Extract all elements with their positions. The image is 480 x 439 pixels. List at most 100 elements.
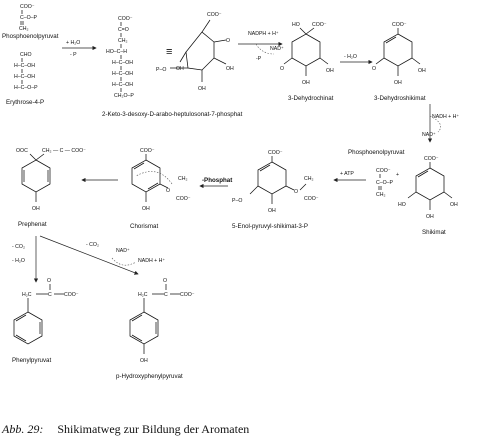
atom-hcoh-1: H–C–OH xyxy=(14,63,35,69)
claisen-curl xyxy=(135,171,173,185)
label-erythrose-4-p: Erythrose-4-P xyxy=(6,99,44,106)
atom-cho: CHO xyxy=(20,52,32,58)
pep-mid-structure: COO⁻ C–O–P CH₂ xyxy=(376,168,394,198)
label-prephenat: Prephenat xyxy=(18,221,47,228)
atom-ch2op: CH₂O–P xyxy=(114,93,134,99)
reagent-step2-nad: NAD⁺ xyxy=(270,46,284,52)
atom-hcoh-2: H–C–OH xyxy=(14,74,35,80)
reagent-step7b-nad: NAD⁺ xyxy=(116,248,130,254)
atom-coo: COO⁻ xyxy=(268,150,283,156)
label-chorismat: Chorismat xyxy=(130,223,158,230)
atom-oh: OH xyxy=(268,208,276,214)
atom-oh-2: OH xyxy=(198,86,206,92)
atom-hcop: H–C–O–P xyxy=(14,85,38,91)
atom-po: P–O xyxy=(232,198,242,204)
atom-ho: HO xyxy=(292,22,300,28)
atom-hcoh-1: H–C–OH xyxy=(112,60,133,66)
atom-ch2: CH₂ xyxy=(19,26,29,32)
reagent-step1-bottom: - P xyxy=(70,52,77,58)
chorismat-structure: COO⁻ O OH CH₂ COO⁻ Chorismat xyxy=(130,148,191,230)
reagent-step1-top: + H₂O xyxy=(66,40,80,46)
atom-ch2: CH₂ xyxy=(304,176,314,182)
atom-ceqo: C=O xyxy=(118,27,129,33)
e4p-structure: CHO H–C–OH H–C–OH H–C–O–P Erythrose-4-P xyxy=(6,52,44,106)
atom-hoch: HO–C–H xyxy=(106,49,127,55)
atom-c: C xyxy=(48,292,52,298)
reagent-step7b-nadh: NADH + H⁺ xyxy=(138,258,165,264)
hpp-structure: H₂C C O COO⁻ OH p-Hydroxyphenylpyruvat xyxy=(116,278,195,380)
atom-coo: COO⁻ xyxy=(180,292,195,298)
arrow-hpp-curl xyxy=(111,257,137,266)
atom-coo: COO⁻ xyxy=(140,148,155,154)
label-epsp: 5-Enol-pyruvyl-shikimat-3-P xyxy=(232,223,308,230)
label-hpp: p-Hydroxyphenylpyruvat xyxy=(116,373,183,380)
atom-o: O xyxy=(294,189,298,195)
caption-number: Abb. 29: xyxy=(2,422,44,436)
atom-coo: COO⁻ xyxy=(376,168,391,174)
atom-oh-2: OH xyxy=(418,68,426,74)
dehydrochinat-structure: HO COO⁻ O OH OH 3-Dehydrochinat xyxy=(280,22,334,102)
atom-o: O xyxy=(280,66,284,72)
label-dahp: 2-Keto-3-desoxy-D-arabo-heptulosonat-7-p… xyxy=(102,111,243,118)
label-phosphoenolpyruvat-top: Phosphoenolpyruvat xyxy=(2,33,59,40)
reagent-step3: - H₂O xyxy=(344,54,357,60)
atom-o: O xyxy=(163,278,167,284)
atom-ch2: CH₂ xyxy=(178,176,188,182)
atom-oh: OH xyxy=(32,206,40,212)
atom-oh-1: OH xyxy=(426,214,434,220)
atom-hcoh-3: H–C–OH xyxy=(112,82,133,88)
reagent-step5-plus: + xyxy=(396,172,399,178)
figure-caption: Abb. 29: Shikimatweg zur Bildung der Arom… xyxy=(2,422,249,437)
atom-coo: COO⁻ xyxy=(392,22,407,28)
atom-coo: COO⁻ xyxy=(118,16,133,22)
atom-h2c: H₂C xyxy=(22,292,32,298)
label-phenylpyruvat: Phenylpyruvat xyxy=(12,357,51,364)
atom-coo: COO⁻ xyxy=(64,292,79,298)
atom-oh: OH xyxy=(142,206,150,212)
atom-oh-1: OH xyxy=(302,80,310,86)
atom-o: O xyxy=(166,188,170,194)
atom-ho: HO xyxy=(398,202,406,208)
atom-coo-2: COO⁻ xyxy=(304,196,319,202)
arrow-to-hpp xyxy=(39,235,139,275)
atom-oh-2: OH xyxy=(450,202,458,208)
atom-oh-1: OH xyxy=(226,66,234,72)
shikimate-pathway-scheme: COO⁻ C–O–P CH₂ Phosphoenolpyruvat CHO H–… xyxy=(2,4,459,380)
reagent-step7a-co2: - CO₂ xyxy=(12,244,25,250)
identity-sign: ≡ xyxy=(166,46,172,58)
atom-h2c: H₂C xyxy=(138,292,148,298)
label-3-dehydroshikimat: 3-Dehydroshikimat xyxy=(374,95,426,102)
atom-cop: C–O–P xyxy=(20,15,38,21)
phenylpyruvat-structure: H₂C C O COO⁻ Phenylpyruvat xyxy=(12,278,79,364)
atom-oh: OH xyxy=(140,358,148,364)
atom-chain: CH₂ — C — COO⁻ xyxy=(42,148,86,154)
arrow-step4-curl xyxy=(429,115,441,133)
atom-coo: COO⁻ xyxy=(312,22,327,28)
atom-oh-2: OH xyxy=(326,68,334,74)
atom-oh-3: OH xyxy=(176,66,184,72)
atom-oh-1: OH xyxy=(394,80,402,86)
atom-coo-2: COO⁻ xyxy=(176,196,191,202)
atom-coo: COO⁻ xyxy=(424,156,439,162)
epsp-structure: COO⁻ P–O OH O CH₂ COO⁻ 5-Enol-pyruvyl-sh… xyxy=(232,150,319,230)
reagent-step6: -Phosphat xyxy=(202,177,232,184)
reagent-step5-atp: + ATP xyxy=(340,171,354,177)
reagent-step2-top: NADPH + H⁺ xyxy=(248,31,279,37)
prephenat-structure: OOC CH₂ — C — COO⁻ OH Prephenat xyxy=(16,148,86,228)
caption-text: Shikimatweg zur Bildung der Aromaten xyxy=(57,422,250,436)
reagent-step4-bottom: NAD⁺ xyxy=(422,132,436,138)
dehydroshikimat-structure: COO⁻ O OH OH 3-Dehydroshikimat xyxy=(372,22,426,102)
atom-o: O xyxy=(47,278,51,284)
label-shikimat: Shikimat xyxy=(422,229,446,236)
atom-coo: COO⁻ xyxy=(20,4,35,10)
atom-o: O xyxy=(226,38,230,44)
dahp-open-chain: COO⁻ C=O CH₂ HO–C–H H–C–OH H–C–OH H–C–OH… xyxy=(106,16,134,99)
atom-cop: C–O–P xyxy=(376,180,394,186)
atom-hcoh-2: H–C–OH xyxy=(112,71,133,77)
pep-structure: COO⁻ C–O–P CH₂ Phosphoenolpyruvat xyxy=(2,4,59,40)
atom-ooc: OOC xyxy=(16,148,28,154)
atom-po: P–O xyxy=(156,67,166,73)
atom-ch2: CH₂ xyxy=(376,192,386,198)
dahp-cyclic: COO⁻ O OH OH OH P–O 2-Keto-3-desoxy-D-ar… xyxy=(102,12,243,118)
shikimat-structure: COO⁻ HO OH OH Shikimat xyxy=(398,156,458,236)
